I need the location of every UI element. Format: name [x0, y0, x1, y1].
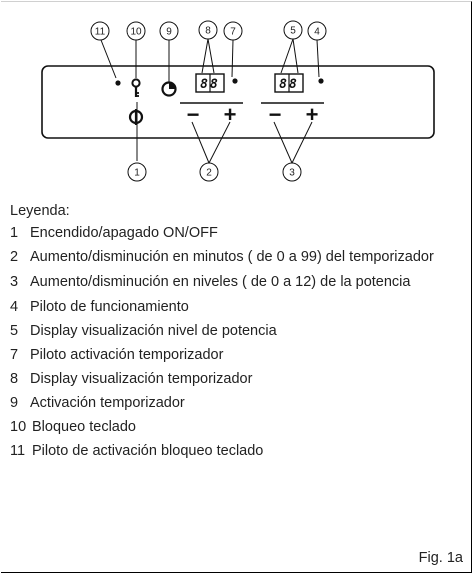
legend-item-number: 5	[10, 323, 19, 339]
legend-item: 8 Display visualización temporizador	[10, 371, 465, 388]
legend: Leyenda: 1 Encendido/apagado ON/OFF 2 Au…	[10, 203, 465, 467]
legend-item-text: Aumento/disminución en minutos ( de 0 a …	[30, 249, 434, 265]
legend-item: 3 Aumento/disminución en niveles ( de 0 …	[10, 274, 465, 291]
svg-text:5: 5	[290, 26, 296, 37]
svg-text:4: 4	[314, 27, 320, 38]
key-lock-icon[interactable]	[131, 78, 141, 97]
callout-3: 3	[282, 162, 302, 182]
legend-item-text: Encendido/apagado ON/OFF	[30, 225, 218, 241]
figure-label: Fig. 1a	[418, 550, 463, 566]
legend-item-number: 10	[10, 419, 27, 435]
legend-item-number: 1	[10, 225, 19, 241]
power-level-display: 88	[274, 73, 304, 93]
callout-11: 11	[90, 21, 110, 41]
power-minus-button[interactable]: −	[269, 102, 282, 127]
legend-item-text: Display visualización nivel de potencia	[30, 323, 277, 339]
legend-item-number: 2	[10, 249, 19, 265]
callout-9: 9	[159, 21, 179, 41]
legend-item-number: 8	[10, 371, 19, 387]
timer-icon[interactable]	[161, 81, 177, 97]
keylock-pilot-light	[115, 80, 121, 86]
legend-item-number: 9	[10, 395, 19, 411]
timer-display: 88	[195, 73, 225, 93]
legend-title: Leyenda:	[10, 203, 70, 219]
legend-item-text: Display visualización temporizador	[30, 371, 253, 387]
control-panel-diagram: 11 10 9 8 7 5 4 1 2 3	[41, 20, 435, 182]
legend-item-number: 7	[10, 347, 19, 363]
legend-item: 1 Encendido/apagado ON/OFF	[10, 225, 465, 242]
svg-text:8: 8	[205, 26, 211, 37]
legend-item: 4 Piloto de funcionamiento	[10, 299, 465, 316]
svg-text:11: 11	[95, 27, 106, 38]
svg-text:88: 88	[200, 77, 220, 92]
legend-item-text: Piloto de funcionamiento	[30, 299, 189, 315]
legend-item: 11 Piloto de activación bloqueo teclado	[10, 443, 465, 460]
legend-item-text: Aumento/disminución en niveles ( de 0 a …	[30, 274, 411, 290]
svg-text:7: 7	[230, 27, 236, 38]
svg-text:10: 10	[130, 27, 142, 38]
timer-minus-button[interactable]: −	[187, 102, 200, 127]
legend-list: 1 Encendido/apagado ON/OFF 2 Aumento/dis…	[10, 225, 465, 460]
callout-7: 7	[223, 21, 243, 41]
svg-text:3: 3	[289, 168, 295, 179]
power-icon[interactable]	[128, 109, 144, 125]
legend-item: 10 Bloqueo teclado	[10, 419, 465, 436]
svg-text:2: 2	[206, 168, 212, 179]
callout-5: 5	[283, 20, 303, 40]
legend-item-number: 11	[10, 443, 26, 459]
legend-item-text: Activación temporizador	[30, 395, 185, 411]
legend-item-text: Piloto activación temporizador	[30, 347, 224, 363]
callout-10: 10	[126, 21, 146, 41]
callout-1: 1	[127, 162, 147, 182]
svg-text:88: 88	[279, 77, 299, 92]
legend-item: 7 Piloto activación temporizador	[10, 347, 465, 364]
callout-leaders	[100, 38, 320, 164]
operation-pilot-light	[318, 78, 324, 84]
legend-item-text: Bloqueo teclado	[32, 419, 136, 435]
legend-item: 5 Display visualización nivel de potenci…	[10, 323, 465, 340]
callout-8: 8	[198, 20, 218, 40]
svg-text:1: 1	[134, 168, 140, 179]
control-panel-outline	[41, 65, 435, 139]
svg-text:9: 9	[166, 27, 172, 38]
legend-item-number: 4	[10, 299, 19, 315]
legend-item: 9 Activación temporizador	[10, 395, 465, 412]
legend-item-text: Piloto de activación bloqueo teclado	[32, 443, 264, 459]
callout-2: 2	[199, 162, 219, 182]
timer-plus-button[interactable]: +	[224, 102, 237, 127]
legend-item-number: 3	[10, 274, 19, 290]
power-plus-button[interactable]: +	[306, 102, 319, 127]
legend-item: 2 Aumento/disminución en minutos ( de 0 …	[10, 249, 465, 266]
timer-pilot-light	[232, 78, 238, 84]
callout-4: 4	[307, 21, 327, 41]
